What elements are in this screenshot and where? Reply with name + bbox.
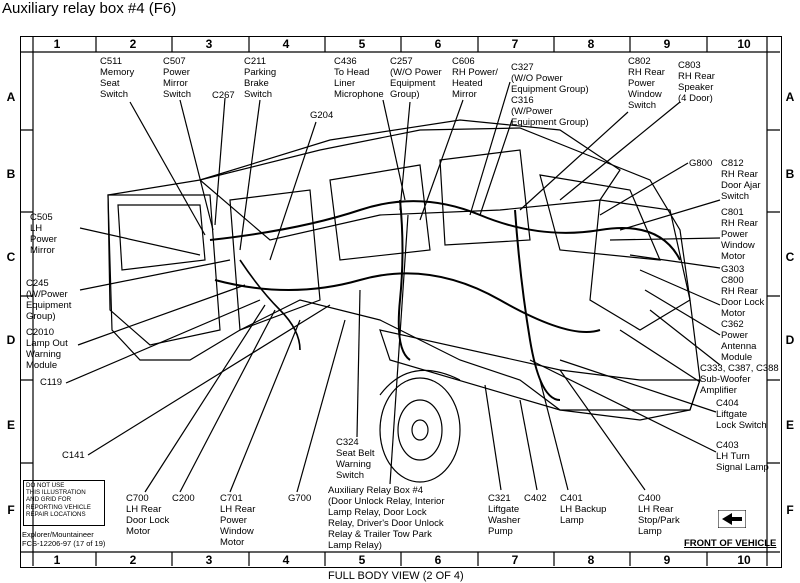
front-arrow-icon <box>718 510 746 528</box>
grid-row-f-right: F <box>786 503 794 517</box>
grid-row-b-right: B <box>785 167 795 181</box>
grid-col-1: 1 <box>53 37 61 51</box>
label-c141: C141 <box>62 450 85 461</box>
grid-col-7-bottom: 7 <box>511 553 519 567</box>
grid-row-d: D <box>6 333 16 347</box>
grid-row-b: B <box>6 167 16 181</box>
label-c801: C801 RH Rear Power Window Motor <box>721 207 758 262</box>
grid-col-6-bottom: 6 <box>434 553 442 567</box>
grid-row-c-right: C <box>785 250 795 264</box>
diagram-footer: FULL BODY VIEW (2 OF 4) <box>328 570 464 582</box>
label-c211: C211 Parking Brake Switch <box>244 56 277 100</box>
label-c436: C436 To Head Liner Microphone <box>334 56 384 100</box>
front-of-vehicle-label: FRONT OF VEHICLE <box>684 538 777 549</box>
label-g204: G204 <box>310 110 334 121</box>
label-c402: C402 <box>524 493 547 504</box>
label-c403: C403 LH Turn Signal Lamp <box>716 440 769 473</box>
label-c267: C267 <box>212 90 235 101</box>
label-c606: C606 RH Power/ Heated Mirror <box>452 56 498 100</box>
grid-col-8-bottom: 8 <box>587 553 595 567</box>
label-g800: G800 <box>689 158 713 169</box>
label-c245: C245 (W/Power Equipment Group) <box>26 278 72 322</box>
grid-col-8: 8 <box>587 37 595 51</box>
label-c333-c387-c388: C333, C387, C388 Sub-Woofer Amplifier <box>700 363 779 396</box>
label-c327-c316: C327 (W/O Power Equipment Group) C316 (W… <box>511 62 589 128</box>
label-c200: C200 <box>172 493 195 504</box>
grid-row-d-right: D <box>785 333 795 347</box>
label-c803: C803 RH Rear Speaker (4 Door) <box>678 60 715 104</box>
grid-col-9-bottom: 9 <box>663 553 671 567</box>
label-c119: C119 <box>40 377 63 388</box>
page-title: Auxiliary relay box #4 (F6) <box>2 0 177 17</box>
grid-col-1-bottom: 1 <box>53 553 61 567</box>
label-c511: C511 Memory Seat Switch <box>100 56 135 100</box>
grid-col-5: 5 <box>358 37 366 51</box>
grid-row-a: A <box>6 90 16 104</box>
figure-reference: Explorer/Mountaineer FCS-12206-97 (17 of… <box>22 530 106 548</box>
label-g303: G303 <box>721 264 745 275</box>
label-c400: C400 LH Rear Stop/Park Lamp <box>638 493 680 537</box>
label-c362: C362 Power Antenna Module <box>721 319 757 363</box>
grid-col-4: 4 <box>282 37 290 51</box>
grid-col-3-bottom: 3 <box>205 553 213 567</box>
label-c701: C701 LH Rear Power Window Motor <box>220 493 256 548</box>
grid-col-4-bottom: 4 <box>282 553 290 567</box>
grid-col-3: 3 <box>205 37 213 51</box>
grid-row-e: E <box>6 418 15 432</box>
grid-col-5-bottom: 5 <box>358 553 366 567</box>
grid-col-2-bottom: 2 <box>129 553 137 567</box>
label-c507: C507 Power Mirror Switch <box>163 56 191 100</box>
grid-col-7: 7 <box>511 37 519 51</box>
label-g700: G700 <box>288 493 312 504</box>
grid-col-9: 9 <box>663 37 671 51</box>
label-c404: C404 Liftgate Lock Switch <box>716 398 767 431</box>
grid-row-f: F <box>7 503 15 517</box>
label-c321: C321 Liftgate Washer Pump <box>488 493 521 537</box>
grid-row-e-right: E <box>785 418 794 432</box>
label-c401: C401 LH Backup Lamp <box>560 493 607 526</box>
grid-row-a-right: A <box>785 90 795 104</box>
label-c812: C812 RH Rear Door Ajar Switch <box>721 158 761 202</box>
label-c257: C257 (W/O Power Equipment Group) <box>390 56 442 100</box>
usage-notice: DO NOT USE THIS ILLUSTRATION AND GRID FO… <box>23 480 105 526</box>
label-c700: C700 LH Rear Door Lock Motor <box>126 493 170 537</box>
label-c505: C505 LH Power Mirror <box>30 212 57 256</box>
label-c802: C802 RH Rear Power Window Switch <box>628 56 665 111</box>
grid-col-6: 6 <box>434 37 442 51</box>
grid-col-10-bottom: 10 <box>737 553 751 567</box>
label-c2010: C2010 Lamp Out Warning Module <box>26 327 68 371</box>
label-c324: C324 Seat Belt Warning Switch <box>336 437 375 481</box>
label-auxiliary-relay-box: Auxiliary Relay Box #4 (Door Unlock Rela… <box>328 485 445 551</box>
grid-col-2: 2 <box>129 37 137 51</box>
grid-col-10: 10 <box>737 37 751 51</box>
label-c800: C800 RH Rear Door Lock Motor <box>721 275 765 319</box>
grid-row-c: C <box>6 250 16 264</box>
